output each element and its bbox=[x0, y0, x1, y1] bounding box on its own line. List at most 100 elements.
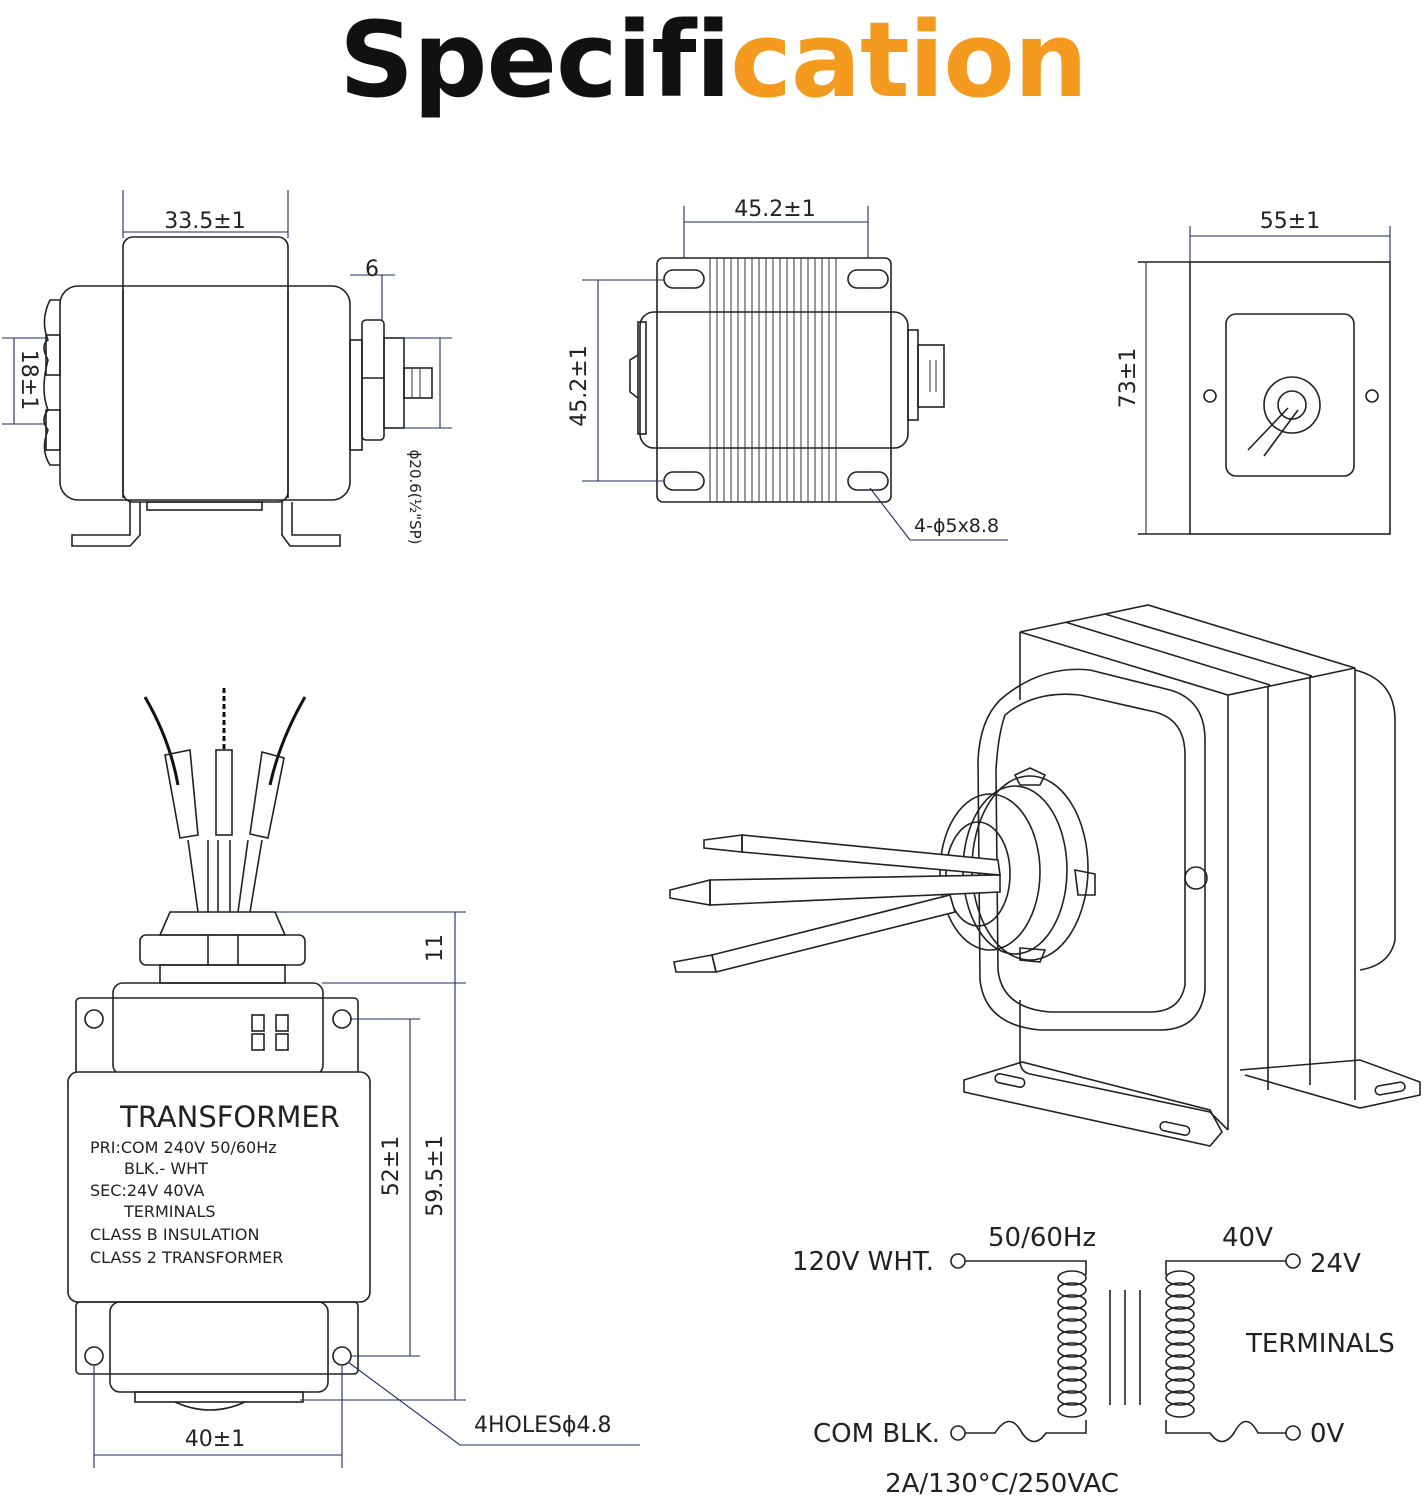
rivet bbox=[1184, 866, 1208, 890]
label-line: PRI:COM 240V 50/60Hz bbox=[90, 1138, 277, 1157]
bushing bbox=[383, 337, 405, 429]
base-knob bbox=[174, 1401, 246, 1411]
label-line: SEC:24V 40VA bbox=[90, 1181, 205, 1200]
foot-left bbox=[963, 1061, 1223, 1147]
wire bbox=[741, 834, 1001, 876]
secondary-coil bbox=[1165, 1270, 1195, 1418]
rivet bbox=[1365, 389, 1379, 403]
coil-body bbox=[59, 285, 351, 501]
wire-black bbox=[268, 696, 307, 786]
coil-back bbox=[1354, 669, 1396, 971]
terminal bbox=[45, 409, 61, 451]
holes-leader bbox=[869, 487, 1008, 541]
label-line: TERMINALS bbox=[123, 1202, 216, 1221]
primary-coil bbox=[1057, 1270, 1087, 1418]
core-line bbox=[1104, 613, 1313, 677]
wire-black bbox=[143, 696, 180, 786]
foot-hole bbox=[1159, 1121, 1191, 1136]
rating-label: 2A/130°C/250VAC bbox=[885, 1469, 1119, 1499]
isometric-view bbox=[669, 604, 1421, 1147]
lamination-lines bbox=[709, 258, 837, 502]
side-diameter-label: ϕ20.6(½"SP) bbox=[406, 449, 424, 544]
page-title: Specification bbox=[0, 0, 1426, 130]
wire-lead bbox=[249, 839, 263, 913]
mounting-hole bbox=[84, 1009, 104, 1029]
front-view: TRANSFORMER PRI:COM 240V 50/60Hz BLK.- W… bbox=[67, 688, 640, 1468]
front-inner-label: 52±1 bbox=[379, 1136, 404, 1196]
mounting-hole bbox=[847, 471, 889, 491]
wire-sleeve bbox=[164, 749, 199, 839]
top-view: 45.2±1 bbox=[567, 197, 1008, 541]
primary-bottom-label: COM BLK. bbox=[813, 1419, 940, 1449]
wire-stripped bbox=[669, 878, 711, 906]
bracket bbox=[1019, 1000, 1229, 1131]
terminal bbox=[629, 354, 639, 399]
lamination-stack bbox=[656, 257, 892, 503]
foot-hole bbox=[994, 1073, 1026, 1088]
nut-tab bbox=[1019, 947, 1047, 963]
front-outer-label: 59.5±1 bbox=[423, 1135, 448, 1216]
upper-coil bbox=[112, 982, 324, 1076]
terminal bbox=[251, 1014, 265, 1032]
core-line bbox=[1064, 621, 1271, 686]
secondary-lead bbox=[1165, 1420, 1286, 1443]
title-part-1: Specifi bbox=[339, 0, 731, 121]
terminal-primary-top bbox=[950, 1253, 966, 1269]
label-line: CLASS 2 TRANSFORMER bbox=[90, 1248, 283, 1267]
wire bbox=[1247, 407, 1289, 451]
coil-band bbox=[639, 311, 909, 449]
base-plate bbox=[146, 501, 263, 511]
wire-stripped bbox=[673, 954, 718, 973]
terminal-secondary-top bbox=[1285, 1253, 1301, 1269]
terminal bbox=[45, 334, 61, 376]
top-holes-label: 4-ϕ5x8.8 bbox=[914, 515, 999, 537]
knockout-ring bbox=[939, 793, 1041, 951]
knockout bbox=[349, 339, 363, 451]
mounting-hole bbox=[663, 269, 705, 289]
mounting-hole bbox=[332, 1009, 352, 1029]
label-line: CLASS B INSULATION bbox=[90, 1225, 259, 1244]
foot-hole bbox=[1374, 1081, 1406, 1096]
schematic: 120V WHT. 50/60Hz 40V 24V TERMINALS COM … bbox=[792, 1223, 1395, 1499]
mounting-hole bbox=[84, 1346, 104, 1366]
terminals-label: TERMINALS bbox=[1245, 1329, 1395, 1359]
power-label: 40V bbox=[1222, 1223, 1273, 1253]
mounting-hole bbox=[663, 471, 705, 491]
secondary-top-label: 24V bbox=[1310, 1249, 1361, 1279]
wire-sleeve bbox=[215, 749, 233, 836]
side-width-label: 33.5±1 bbox=[164, 209, 245, 234]
foot-left bbox=[71, 502, 141, 547]
end-height-label: 73±1 bbox=[1116, 348, 1141, 408]
top-height-label: 45.2±1 bbox=[567, 345, 592, 426]
core-top bbox=[1019, 604, 1356, 696]
bushing bbox=[158, 911, 287, 936]
side-height-label: 18±1 bbox=[16, 350, 41, 410]
coil-front bbox=[977, 668, 1206, 1031]
front-top-label: 11 bbox=[423, 934, 448, 962]
wire-lead bbox=[187, 839, 199, 913]
stud bbox=[403, 367, 433, 399]
stud bbox=[917, 344, 945, 408]
label-line: BLK.- WHT bbox=[124, 1159, 208, 1178]
upper-bracket bbox=[75, 997, 359, 1079]
holes-leader bbox=[347, 1361, 640, 1446]
mounting-hole bbox=[847, 269, 889, 289]
wire-stripped bbox=[703, 834, 743, 853]
knockout bbox=[907, 329, 919, 421]
lower-bracket bbox=[75, 1301, 359, 1375]
end-plate bbox=[1189, 261, 1391, 535]
foot-right bbox=[281, 502, 341, 547]
nut-tab bbox=[1013, 767, 1047, 786]
label-heading: TRANSFORMER bbox=[119, 1100, 340, 1134]
terminal-secondary-bottom bbox=[1285, 1425, 1301, 1441]
primary-lead bbox=[965, 1260, 1087, 1275]
wire-sleeve bbox=[249, 750, 285, 839]
wire bbox=[1263, 409, 1299, 457]
nut-base bbox=[159, 964, 286, 984]
terminal-strip bbox=[637, 321, 647, 435]
nut bbox=[139, 934, 306, 966]
nut bbox=[361, 319, 385, 441]
core-body bbox=[122, 236, 289, 503]
wire bbox=[709, 874, 1001, 906]
